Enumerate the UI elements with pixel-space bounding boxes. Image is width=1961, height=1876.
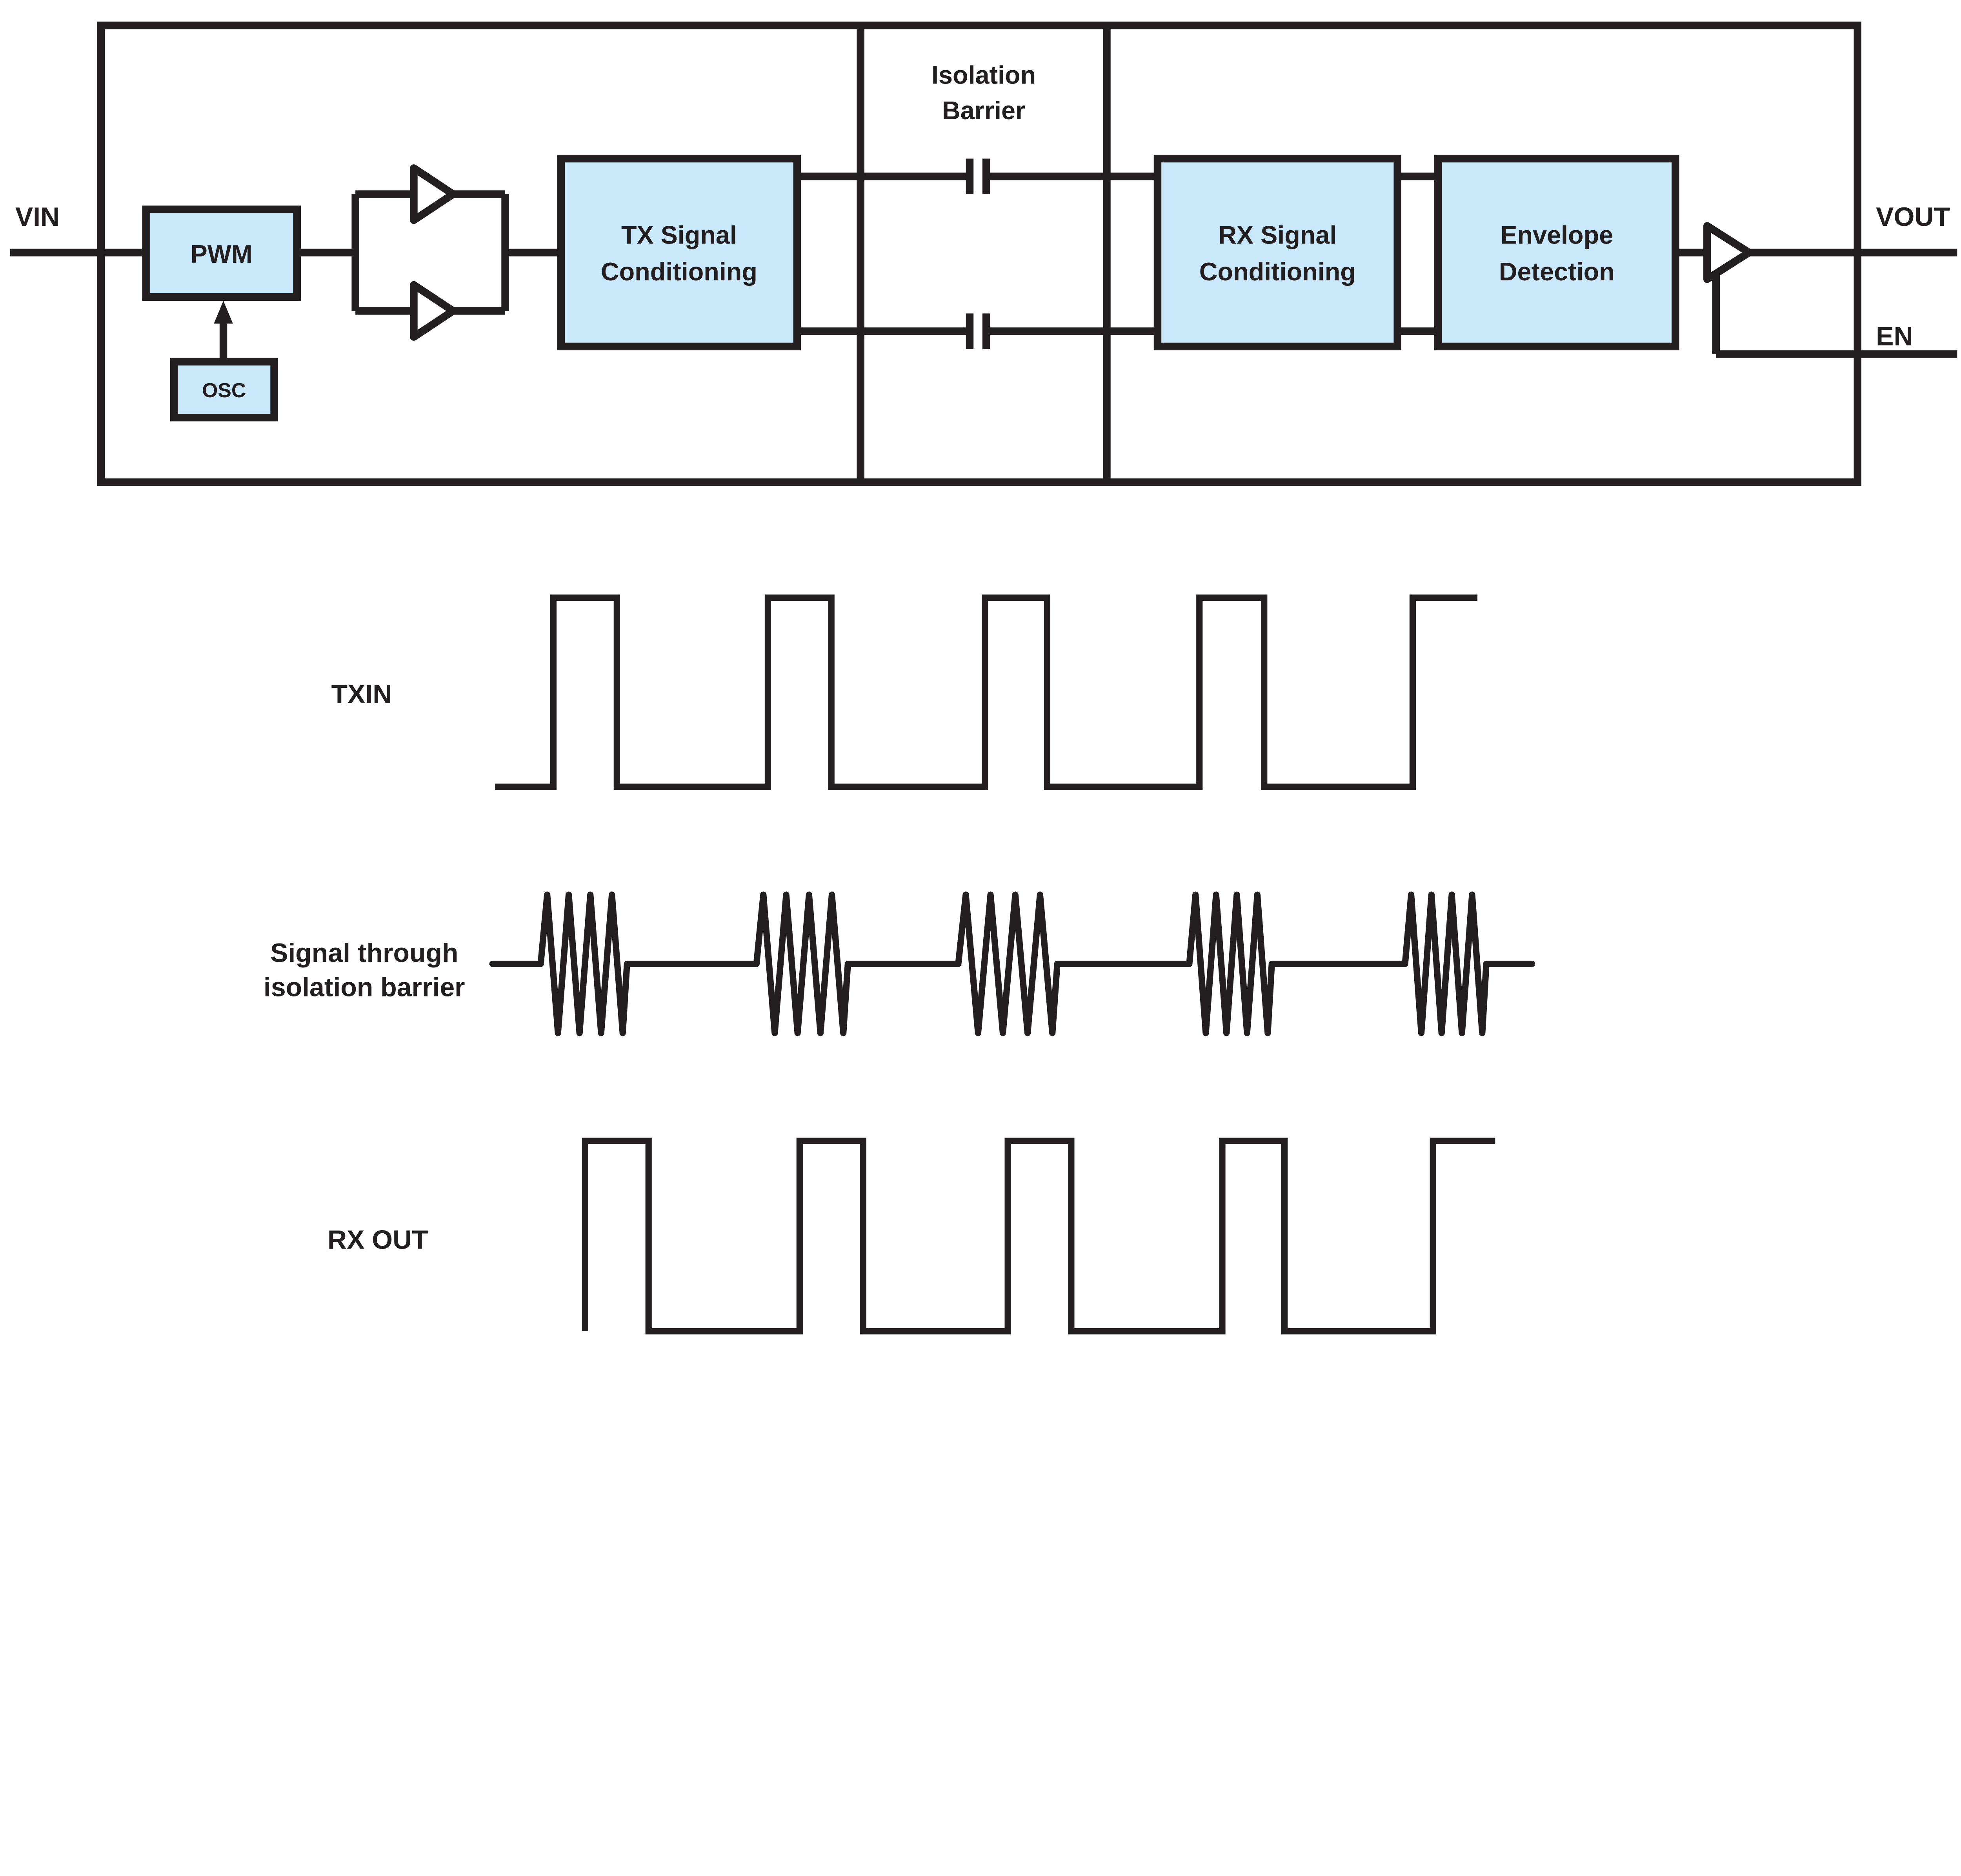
txin-waveform-label: TXIN [331,679,392,709]
en-label: EN [1876,321,1913,351]
isolation-capacitor-top [797,158,1158,195]
bottom-buffer-triangle-icon [410,281,457,341]
waveform-section: TXIN Signal through isolation barrier RX… [264,594,1535,1334]
arrow-up-icon [214,300,233,324]
isolation-capacitor-bottom [797,313,1158,349]
vin-label: VIN [15,202,60,232]
pwm-block [142,205,301,301]
envelope-label-line1: Envelope [1500,220,1613,249]
barrier-waveform-label-line2: isolation barrier [264,972,465,1002]
vout-label: VOUT [1876,202,1950,232]
barrier-waveform-label-line1: Signal through [270,938,458,968]
tx-signal-conditioning-block [557,155,801,351]
isolation-barrier-label-line2: Barrier [942,96,1025,125]
rxout-waveform-label: RX OUT [327,1225,428,1254]
osc-label: OSC [202,379,246,402]
tx-label-line1: TX Signal [621,220,737,249]
rx-signal-conditioning-block [1153,155,1401,351]
block-diagram: Isolation Barrier VIN PWM OSC TX [10,22,1957,486]
output-buffer-triangle-icon [1703,222,1753,283]
rxout-waveform [582,1138,1495,1334]
diagram-canvas: Isolation Barrier VIN PWM OSC TX [10,22,1957,1334]
isolator-block-diagram-figure: Isolation Barrier VIN PWM OSC TX [10,22,1957,1334]
rx-label-line2: Conditioning [1199,257,1356,286]
txin-waveform [495,594,1477,790]
rx-label-line1: RX Signal [1218,220,1337,249]
top-buffer-triangle-icon [410,164,457,224]
tx-driver-buffer-pair [351,164,509,341]
pwm-label: PWM [191,240,253,268]
barrier-waveform [489,891,1535,1036]
tx-label-line2: Conditioning [601,257,757,286]
envelope-label-line2: Detection [1499,257,1615,286]
isolation-barrier-label-line1: Isolation [931,61,1036,89]
envelope-detection-block [1434,155,1679,351]
